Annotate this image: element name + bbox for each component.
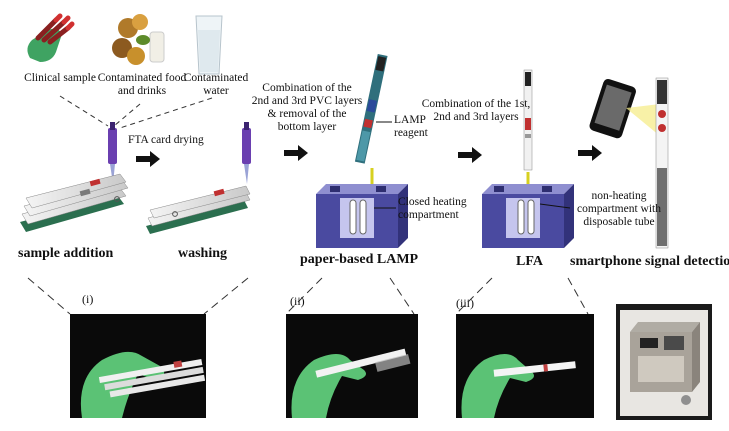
fta-strips-washing [146,185,251,234]
label-fta-card-drying: FTA card drying [128,134,204,146]
pipette-icon [108,122,117,184]
stage-smartphone: smartphone signal detection [570,254,729,269]
arrow-2 [284,145,308,161]
photo-connectors [27,277,589,315]
gloved-hand-tubes-icon [27,13,75,63]
pipette-icon [242,122,251,184]
lfa-strip [523,69,533,171]
non-heating-device [482,184,574,248]
detection-strip [655,77,669,249]
photo-i [70,314,206,418]
smartphone-icon [589,79,636,139]
photo-label-iii: (iii) [456,296,474,310]
fta-strips-sample [20,173,129,232]
stage-lfa: LFA [516,254,543,269]
stage-sample-addition: sample addition [18,246,114,261]
photo-device [616,304,712,420]
converging-lines [59,95,213,129]
label-clinical-sample: Clinical sample [24,72,96,84]
stage-washing: washing [178,246,228,261]
light-beam [626,104,660,136]
closed-heating-device [316,184,408,248]
lamp-strip-tilted [354,53,388,164]
photo-label-i: (i) [82,292,94,306]
stage-paper-lamp: paper-based LAMP [300,252,419,267]
label-combination-1-2-3: Combination of the 1st,2nd and 3rd layer… [421,98,531,123]
water-glass-icon [195,15,223,75]
photo-ii [286,314,418,418]
arrow-1 [136,151,160,167]
food-drinks-icon [112,14,165,65]
photo-label-ii: (ii) [290,294,305,308]
photo-iii [456,314,594,418]
arrow-4 [578,145,602,161]
arrow-3 [458,147,482,163]
